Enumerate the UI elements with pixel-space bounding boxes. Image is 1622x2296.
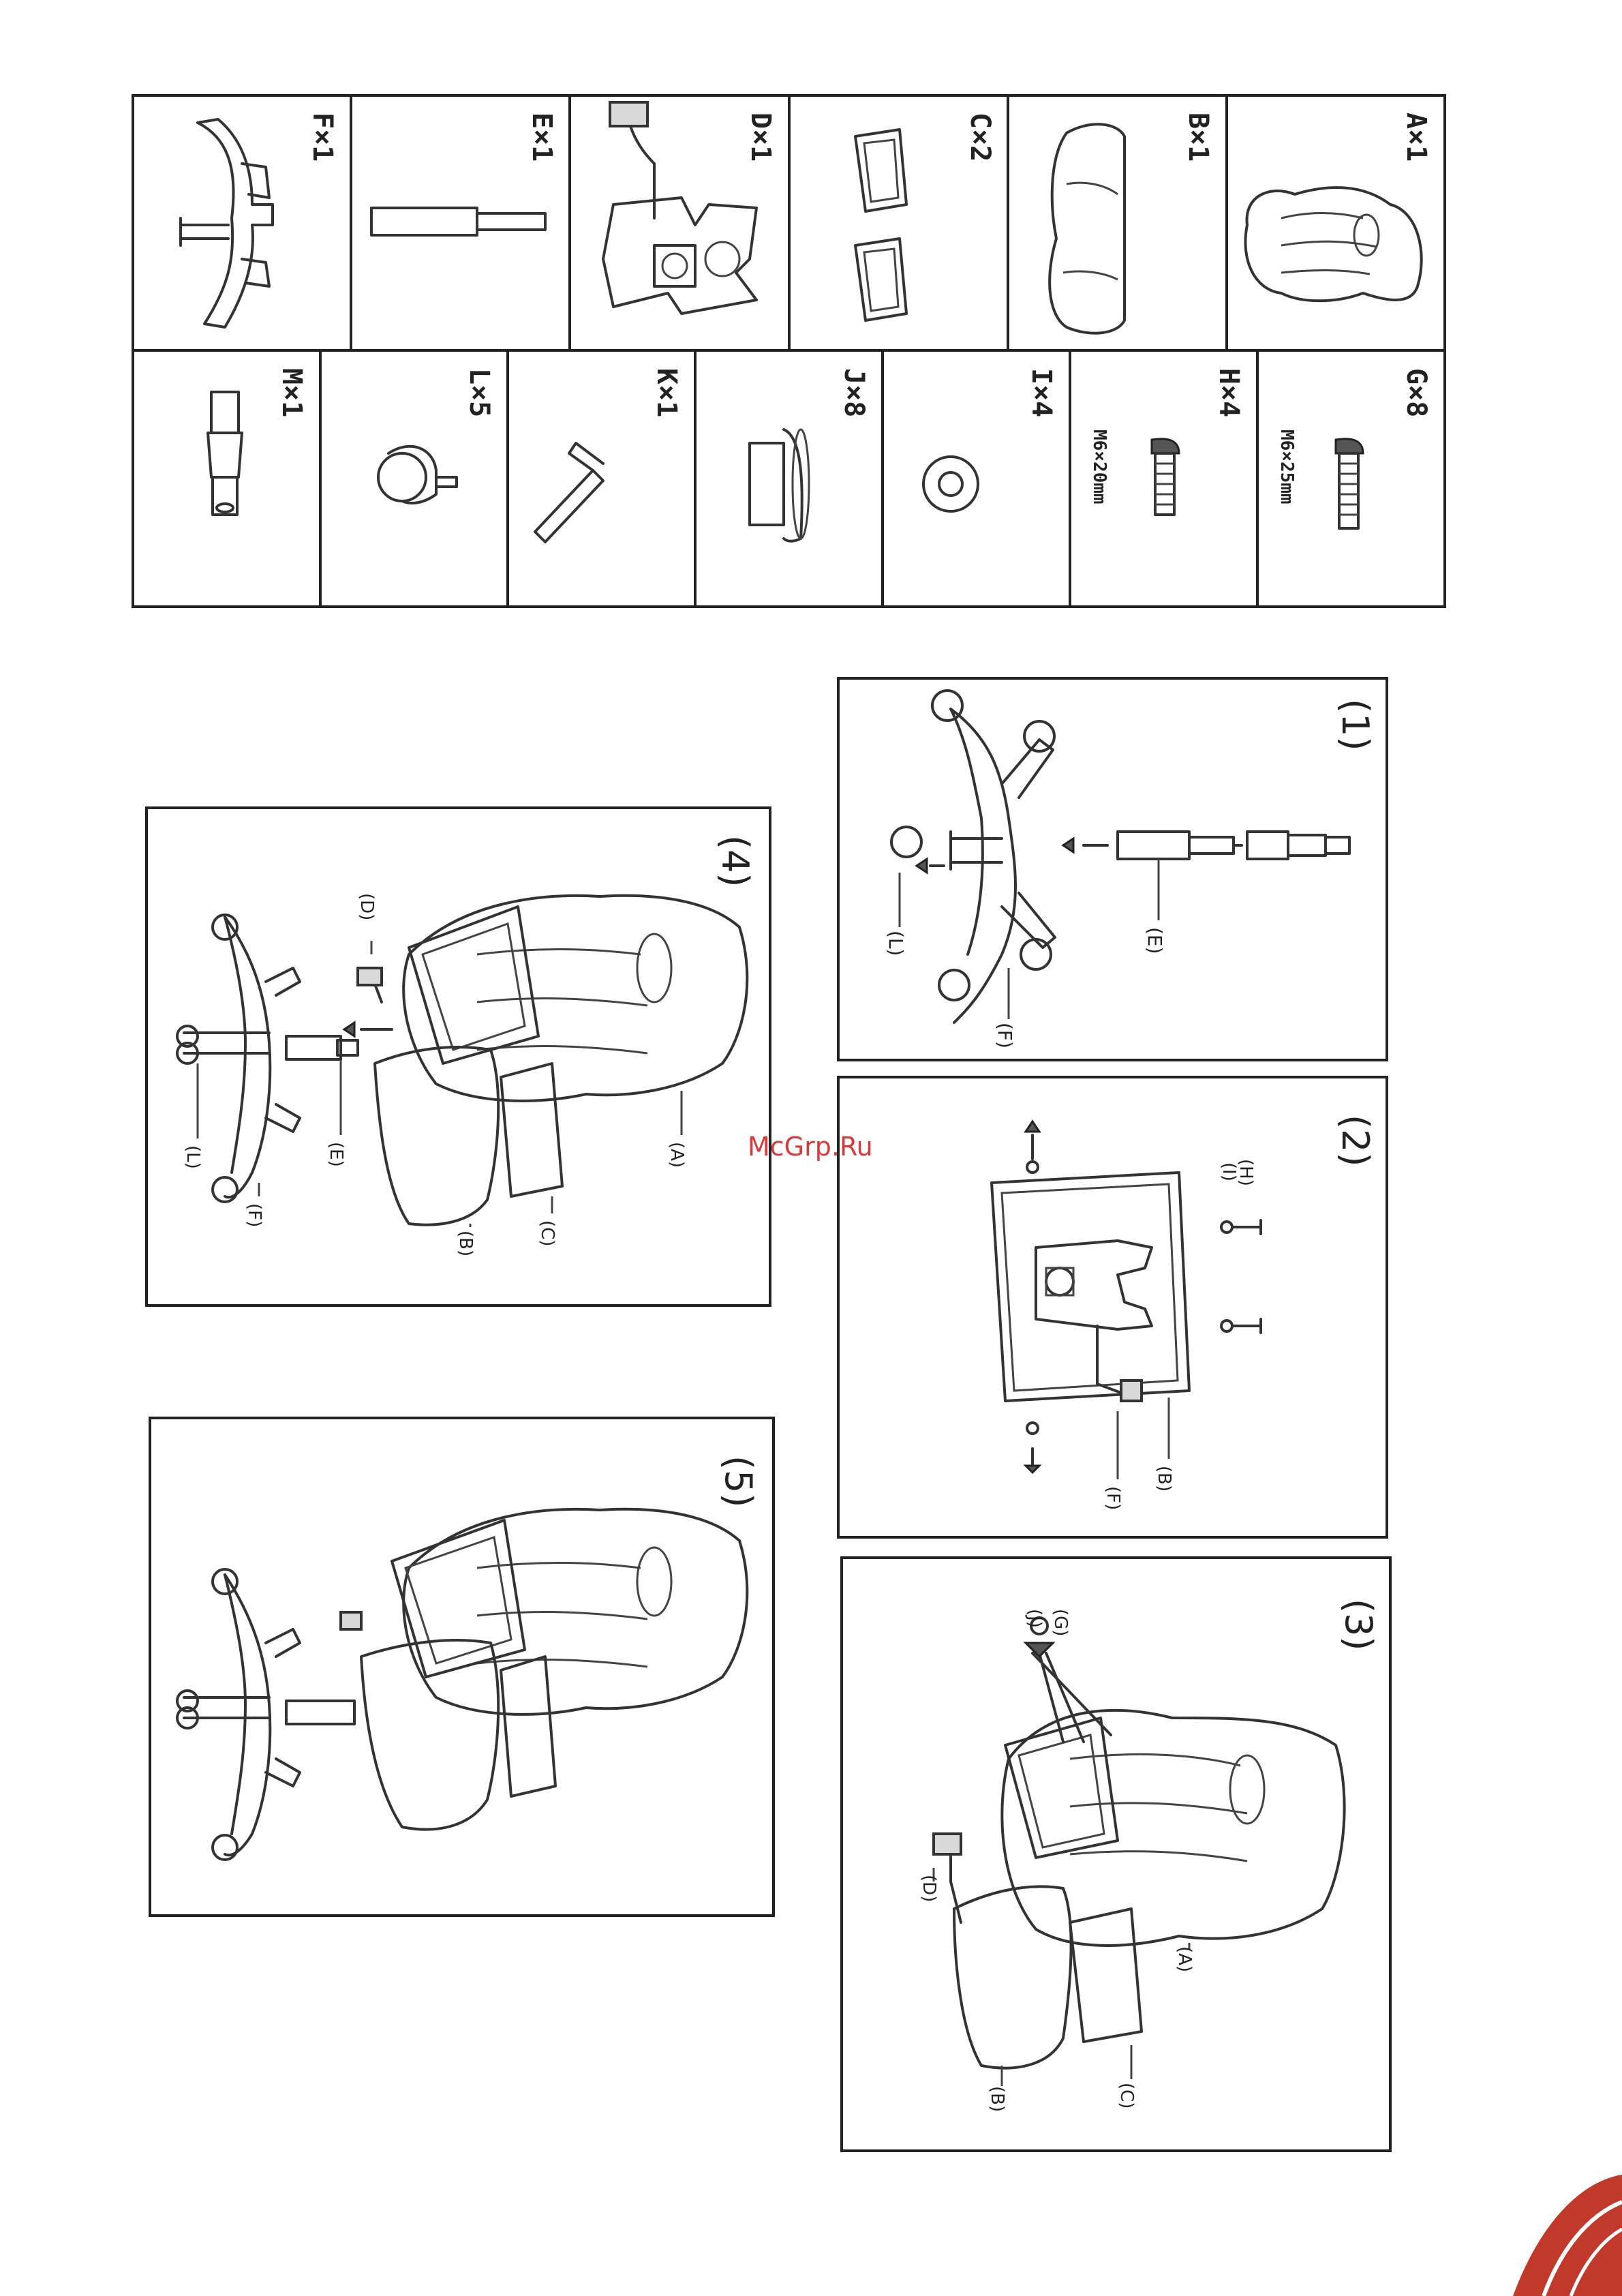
seat-cushion-icon	[1050, 124, 1124, 333]
part-label-d: D×1	[745, 112, 776, 162]
part-label-b: B×1	[1182, 112, 1214, 162]
svg-text:(D): (D)	[919, 1875, 939, 1902]
svg-text:G×8: G×8	[1401, 368, 1432, 417]
svg-text:M×1: M×1	[276, 368, 307, 417]
svg-text:(A): (A)	[1174, 1946, 1195, 1972]
svg-text:(F): (F)	[244, 1203, 264, 1227]
step-5-panel: (5)	[150, 1418, 774, 1916]
svg-text:(E): (E)	[1144, 927, 1166, 954]
caster-icon	[378, 447, 457, 503]
part-label-i: I×4	[1026, 368, 1057, 417]
part-label-a: A×1	[1401, 112, 1432, 162]
svg-text:E×1: E×1	[526, 112, 557, 162]
svg-text:(I): (I)	[1219, 1162, 1239, 1181]
gas-lift-cover-icon	[208, 392, 242, 515]
gas-lift-icon	[371, 208, 545, 235]
hex-key-icon	[535, 443, 603, 542]
svg-text:(B): (B)	[455, 1230, 476, 1256]
bolt-icon	[1336, 439, 1363, 528]
svg-text:(L): (L)	[183, 1145, 203, 1169]
svg-text:(3): (3)	[1337, 1599, 1380, 1651]
part-label-l: L×5	[463, 368, 495, 417]
part-label-k: K×1	[651, 368, 682, 417]
svg-text:(E): (E)	[326, 1142, 346, 1167]
svg-text:C×2: C×2	[964, 112, 996, 162]
cap-icon	[750, 429, 809, 541]
step-1-panel: (1) (L) (E) (F)	[838, 678, 1387, 1060]
part-label-f: F×1	[307, 112, 338, 162]
washer-icon	[923, 457, 978, 511]
part-label-m: M×1	[276, 368, 307, 417]
step-3-panel: (3) (J) (G) (D) (A) (B) (C)	[842, 1558, 1390, 2151]
svg-text:(F): (F)	[1103, 1486, 1123, 1510]
step-2-panel: (2) (H) (I) (B) (F)	[838, 1077, 1387, 1537]
svg-text:(1): (1)	[1334, 699, 1377, 751]
svg-text:(C): (C)	[537, 1220, 557, 1246]
svg-text:(F): (F)	[994, 1023, 1016, 1048]
svg-text:K×1: K×1	[651, 368, 682, 417]
corner-logo-icon	[1513, 2175, 1622, 2296]
parts-list-grid	[133, 95, 1445, 607]
svg-text:L×5: L×5	[463, 368, 495, 417]
mechanism-plate-icon	[603, 102, 756, 314]
svg-text:(B): (B)	[1154, 1466, 1174, 1492]
svg-text:M6×25mm: M6×25mm	[1276, 429, 1297, 504]
svg-text:(G): (G)	[1050, 1609, 1071, 1636]
svg-text:M6×20mm: M6×20mm	[1089, 429, 1110, 504]
svg-text:(J): (J)	[1024, 1609, 1045, 1628]
star-base-icon	[181, 119, 273, 327]
svg-text:(4): (4)	[714, 835, 756, 888]
svg-text:H×4: H×4	[1213, 368, 1244, 417]
armrest-icon	[855, 130, 906, 320]
seat-back-icon	[1245, 187, 1421, 301]
part-label-e: E×1	[526, 112, 557, 162]
svg-text:I×4: I×4	[1026, 368, 1057, 417]
svg-text:(2): (2)	[1334, 1115, 1377, 1167]
svg-text:(5): (5)	[717, 1455, 760, 1508]
svg-text:(A): (A)	[667, 1142, 687, 1168]
svg-text:B×1: B×1	[1182, 112, 1214, 162]
part-label-c: C×2	[964, 112, 996, 162]
svg-text:(B): (B)	[987, 2086, 1007, 2112]
svg-text:(C): (C)	[1116, 2083, 1137, 2109]
svg-text:(D): (D)	[356, 893, 377, 920]
svg-text:J×8: J×8	[838, 368, 870, 417]
svg-text:(L): (L)	[885, 931, 907, 956]
svg-text:A×1: A×1	[1401, 112, 1432, 162]
part-label-j: J×8	[838, 368, 870, 417]
step-4-panel: (4) (D) (L) (	[147, 808, 770, 1305]
bolt-icon	[1152, 439, 1179, 515]
svg-text:F×1: F×1	[307, 112, 338, 162]
svg-text:D×1: D×1	[745, 112, 776, 162]
watermark-text: McGrp.Ru	[748, 1132, 884, 1164]
